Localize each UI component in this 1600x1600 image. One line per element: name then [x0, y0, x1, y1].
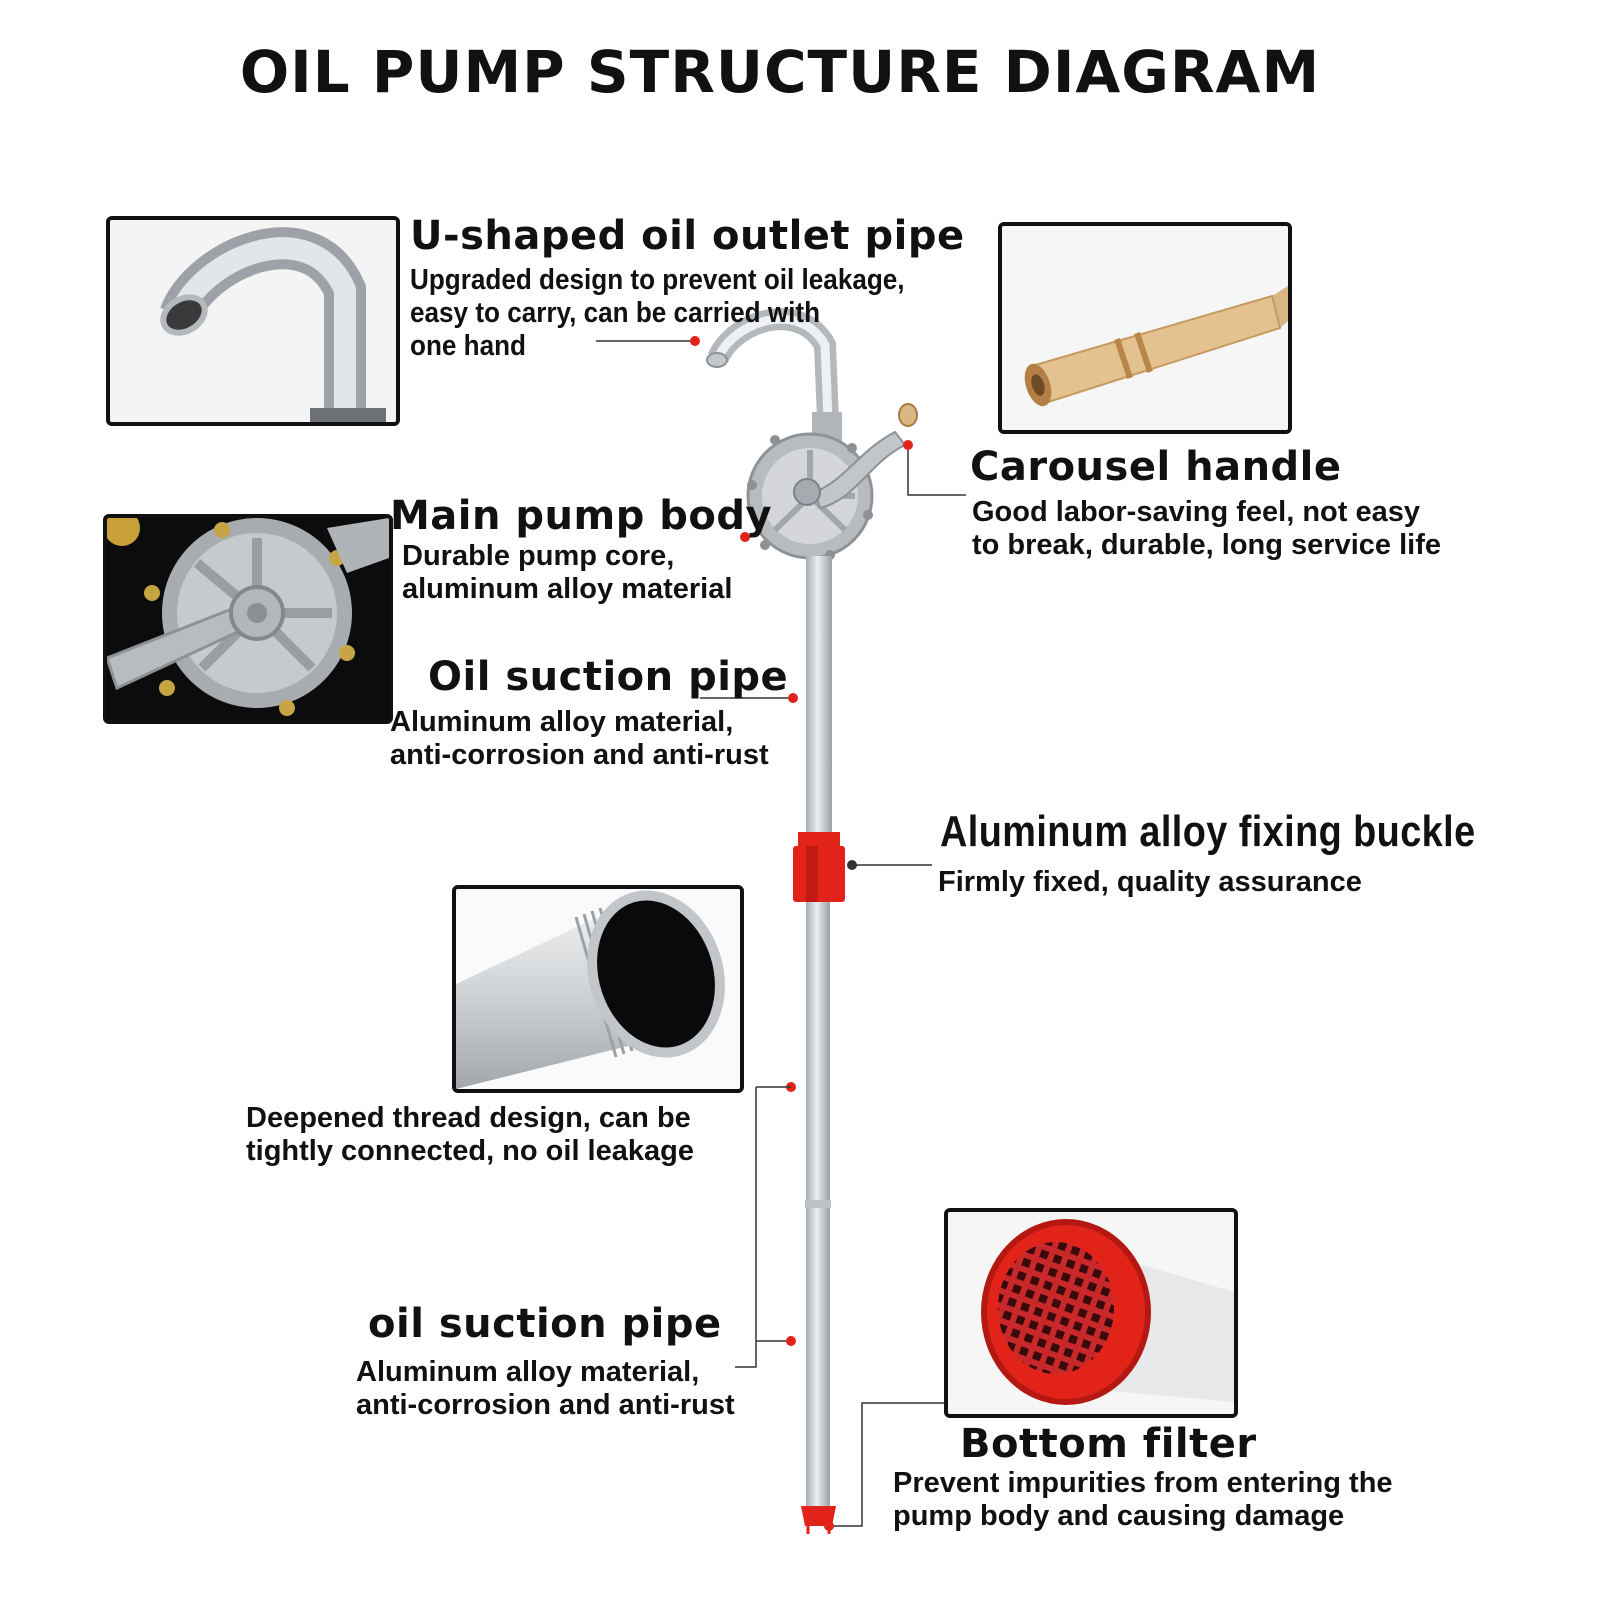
outlet-pipe-illustration	[110, 220, 396, 422]
upper-suction-pipe-heading: Oil suction pipe	[428, 654, 789, 700]
thread-description: Deepened thread design, can be tightly c…	[246, 1102, 694, 1167]
filter-illustration	[948, 1212, 1234, 1414]
fixing-buckle-description: Firmly fixed, quality assurance	[938, 866, 1362, 898]
outlet-pipe-inset	[106, 216, 400, 426]
pump-body-inset	[103, 514, 393, 724]
lower-suction-pipe-description: Aluminum alloy material, anti-corrosion …	[356, 1356, 735, 1421]
handle-heading: Carousel handle	[970, 444, 1342, 490]
upper-suction-pipe-description: Aluminum alloy material, anti-corrosion …	[390, 706, 769, 771]
pump-body-description: Durable pump core, aluminum alloy materi…	[402, 540, 733, 605]
diagram-title: OIL PUMP STRUCTURE DIAGRAM	[239, 38, 1321, 106]
bottom-filter-heading: Bottom filter	[960, 1421, 1257, 1467]
fixing-buckle-shape	[793, 846, 845, 902]
lower-suction-pipe-heading: oil suction pipe	[368, 1301, 722, 1347]
outlet-pipe-heading: U-shaped oil outlet pipe	[410, 213, 965, 259]
thread-inset	[452, 885, 744, 1093]
pump-body-illustration	[107, 518, 389, 720]
handle-description: Good labor-saving feel, not easy to brea…	[972, 496, 1441, 561]
pump-body-heading: Main pump body	[390, 493, 773, 539]
bottom-filter-description: Prevent impurities from entering the pum…	[893, 1467, 1393, 1532]
fixing-buckle-heading: Aluminum alloy fixing buckle	[940, 807, 1476, 856]
handle-inset	[998, 222, 1292, 434]
threaded-tube-illustration	[456, 889, 740, 1089]
outlet-pipe-description: Upgraded design to prevent oil leakage, …	[410, 264, 905, 362]
bottom-filter-shape	[801, 1506, 836, 1526]
upper-suction-pipe-shape	[806, 556, 832, 840]
lower-suction-pipe-shape	[806, 902, 830, 1202]
wooden-handle-illustration	[1002, 226, 1288, 430]
filter-inset	[944, 1208, 1238, 1418]
